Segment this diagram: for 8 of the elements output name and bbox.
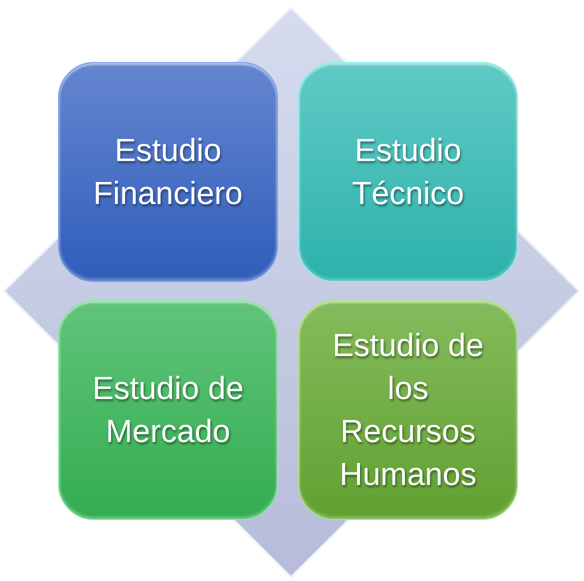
tile-label: Estudio Técnico (350, 131, 466, 213)
tile-label: Estudio de Mercado (91, 369, 245, 451)
tile-label: Estudio de los Recursos Humanos (331, 326, 485, 494)
rounded-square (58, 300, 278, 520)
rounded-square (298, 62, 518, 282)
tile-label: Estudio Financiero (92, 131, 244, 213)
rounded-square (58, 62, 278, 282)
rounded-square (298, 300, 518, 520)
